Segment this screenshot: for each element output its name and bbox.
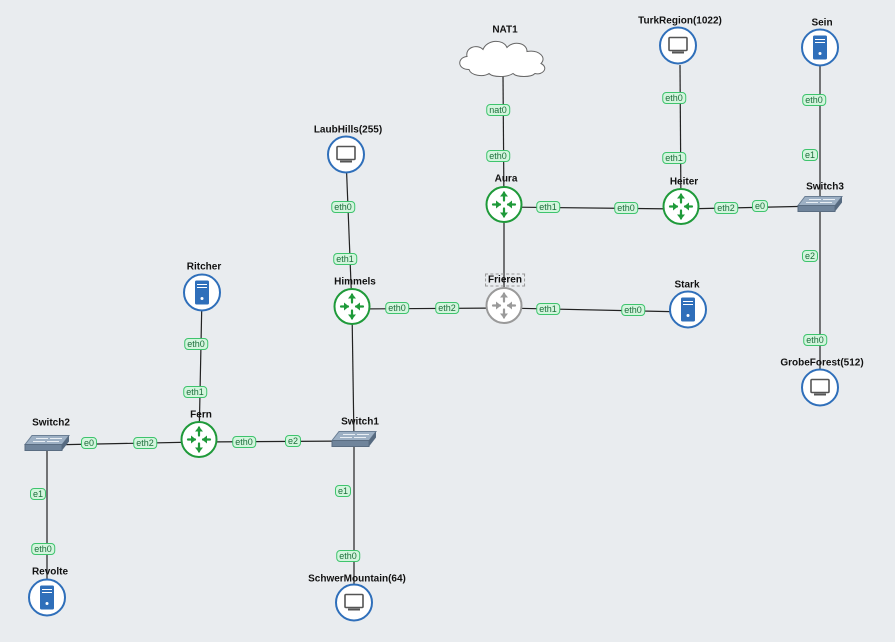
interface-label: eth0 — [803, 334, 827, 346]
switch-icon — [23, 435, 71, 451]
link-fern-switch1[interactable] — [198, 440, 355, 443]
interface-label: eth2 — [714, 202, 738, 214]
router-icon — [485, 186, 523, 223]
link-aura-heiter[interactable] — [503, 206, 682, 210]
interface-label: e0 — [751, 200, 769, 212]
node-nat1[interactable] — [455, 36, 551, 85]
server-icon — [183, 273, 221, 312]
link-laubhills-himmels[interactable] — [345, 156, 353, 310]
router-icon — [333, 288, 371, 325]
interface-label: e2 — [284, 435, 302, 447]
cloud-icon — [459, 40, 546, 77]
node-fern[interactable] — [179, 420, 219, 465]
interface-label: eth0 — [232, 436, 256, 448]
link-himmels-frieren[interactable] — [351, 307, 505, 310]
interface-label: e1 — [334, 485, 352, 497]
interface-label: e1 — [29, 488, 47, 500]
interface-label: eth0 — [621, 304, 645, 316]
node-label: Switch1 — [341, 416, 379, 428]
server-icon — [669, 290, 707, 329]
node-label: NAT1 — [492, 24, 518, 36]
node-label: Ritcher — [186, 261, 222, 273]
interface-label: eth0 — [336, 550, 360, 562]
router-icon — [485, 287, 523, 324]
interface-label: eth1 — [183, 386, 207, 398]
node-switch2[interactable] — [23, 433, 71, 458]
router-icon — [180, 421, 218, 458]
node-label: Fern — [190, 409, 212, 421]
interface-label: eth0 — [486, 150, 510, 162]
interface-label: e2 — [801, 250, 819, 262]
link-heiter-switch3[interactable] — [680, 205, 821, 210]
link-frieren-stark[interactable] — [503, 307, 689, 313]
node-label: Switch3 — [806, 181, 844, 193]
interface-label: eth1 — [333, 253, 357, 265]
node-ritcher[interactable] — [182, 273, 222, 318]
node-label: Himmels — [334, 276, 376, 288]
interface-label: eth0 — [31, 543, 55, 555]
node-sein[interactable] — [800, 28, 840, 73]
interface-label: eth0 — [802, 94, 826, 106]
node-laubhills[interactable] — [326, 135, 366, 180]
node-label: Heiter — [669, 176, 699, 188]
node-label: Revolte — [31, 566, 69, 578]
node-schwermountain[interactable] — [334, 583, 374, 628]
node-label: SchwerMountain(64) — [308, 573, 406, 585]
router-icon — [662, 188, 700, 225]
node-switch1[interactable] — [330, 429, 378, 454]
server-icon — [801, 28, 839, 67]
node-label: Sein — [811, 17, 833, 29]
node-label: Aura — [494, 173, 518, 185]
node-label: Frieren — [485, 273, 525, 287]
computer-icon — [659, 26, 697, 65]
interface-label: eth0 — [184, 338, 208, 350]
node-label: TurkRegion(1022) — [638, 15, 722, 27]
computer-icon — [335, 583, 373, 622]
interface-label: eth0 — [662, 92, 686, 104]
interface-label: e0 — [80, 437, 98, 449]
node-switch3[interactable] — [796, 194, 844, 219]
node-label: LaubHills(255) — [313, 124, 383, 136]
interface-label: nat0 — [486, 104, 510, 116]
node-label: Switch2 — [32, 417, 70, 429]
node-himmels[interactable] — [332, 287, 372, 332]
interface-label: eth1 — [662, 152, 686, 164]
node-frieren[interactable] — [484, 286, 524, 331]
computer-icon — [801, 368, 839, 407]
interface-label: eth0 — [331, 201, 355, 213]
node-grobeforest[interactable] — [800, 368, 840, 413]
interface-label: eth1 — [536, 201, 560, 213]
interface-label: eth1 — [536, 303, 560, 315]
computer-icon — [327, 135, 365, 174]
node-label: Stark — [674, 279, 700, 291]
interface-label: eth2 — [435, 302, 459, 314]
switch-icon — [330, 431, 378, 447]
node-stark[interactable] — [668, 290, 708, 335]
node-revolte[interactable] — [27, 578, 67, 623]
interface-label: eth0 — [385, 302, 409, 314]
link-nat1-aura[interactable] — [502, 74, 505, 208]
switch-icon — [796, 196, 844, 212]
node-heiter[interactable] — [661, 187, 701, 232]
link-ritcher-fern[interactable] — [198, 294, 203, 443]
server-icon — [28, 578, 66, 617]
interface-label: eth2 — [133, 437, 157, 449]
node-label: GrobeForest(512) — [780, 357, 864, 369]
interface-label: eth0 — [614, 202, 638, 214]
link-switch2-fern[interactable] — [46, 441, 200, 446]
link-himmels-switch1[interactable] — [351, 308, 355, 442]
interface-label: e1 — [801, 149, 819, 161]
node-aura[interactable] — [484, 185, 524, 230]
link-turkregion-heiter[interactable] — [679, 64, 682, 210]
node-turkregion[interactable] — [658, 26, 698, 71]
